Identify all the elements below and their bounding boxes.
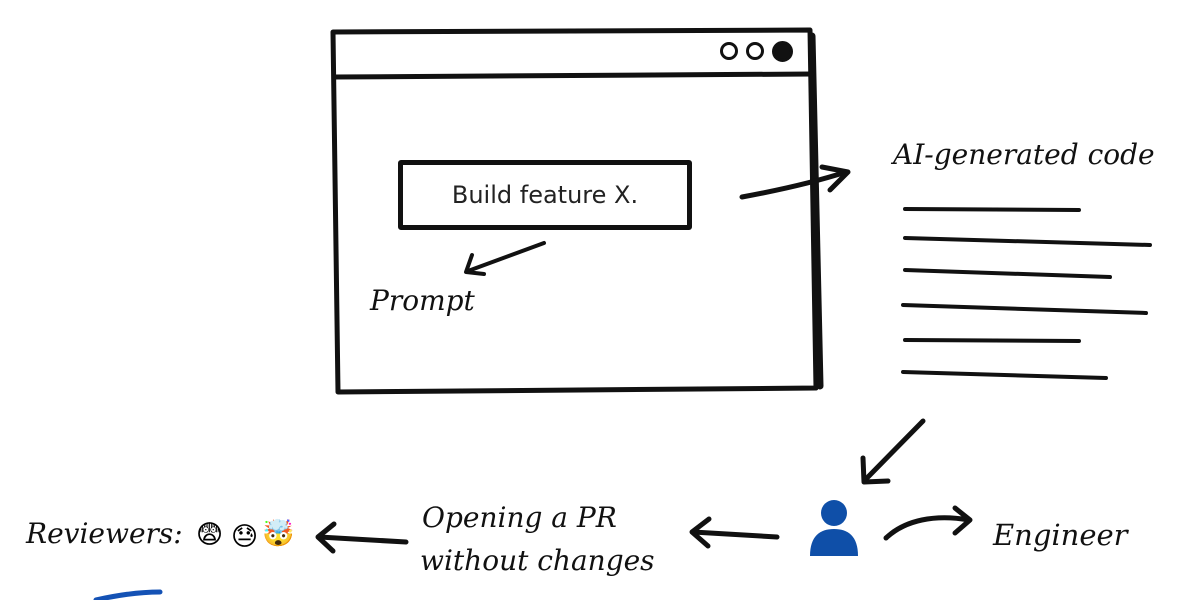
person-icon xyxy=(810,500,858,556)
prompt-label: Prompt xyxy=(370,284,475,317)
window-dot-3 xyxy=(772,41,793,62)
arrow-to-pr xyxy=(689,516,780,549)
engineer-label: Engineer xyxy=(993,518,1128,552)
reviewers-label: Reviewers: xyxy=(26,517,183,550)
arrow-to-prompt-label xyxy=(464,241,546,276)
reviewer-emoji-sweat: 😓 xyxy=(231,522,259,552)
arrow-to-ai-code xyxy=(739,164,851,200)
window-dot-1 xyxy=(720,42,738,60)
code-line xyxy=(903,207,1081,212)
arrow-to-reviewers xyxy=(315,521,409,554)
reviewer-emoji-exploding: 🤯 xyxy=(262,519,295,549)
prompt-input[interactable]: Build feature X. xyxy=(398,160,692,230)
browser-window xyxy=(330,27,824,395)
opening-pr-label-line2: without changes xyxy=(420,544,655,577)
code-lines xyxy=(901,207,1152,380)
code-line xyxy=(903,338,1081,343)
reviewer-emoji-fearful: 😨 xyxy=(196,520,224,550)
ai-code-label: AI-generated code xyxy=(893,138,1155,171)
code-line xyxy=(901,370,1108,380)
arrow-to-engineer xyxy=(860,418,926,485)
arrow-engineer-label xyxy=(883,505,973,541)
decorative-blue-stroke xyxy=(93,589,163,600)
prompt-text: Build feature X. xyxy=(451,181,639,209)
opening-pr-label-line1: Opening a PR xyxy=(422,501,617,534)
code-line xyxy=(903,236,1152,247)
code-line xyxy=(903,268,1112,279)
code-line xyxy=(901,303,1148,315)
window-dot-2 xyxy=(746,42,764,60)
